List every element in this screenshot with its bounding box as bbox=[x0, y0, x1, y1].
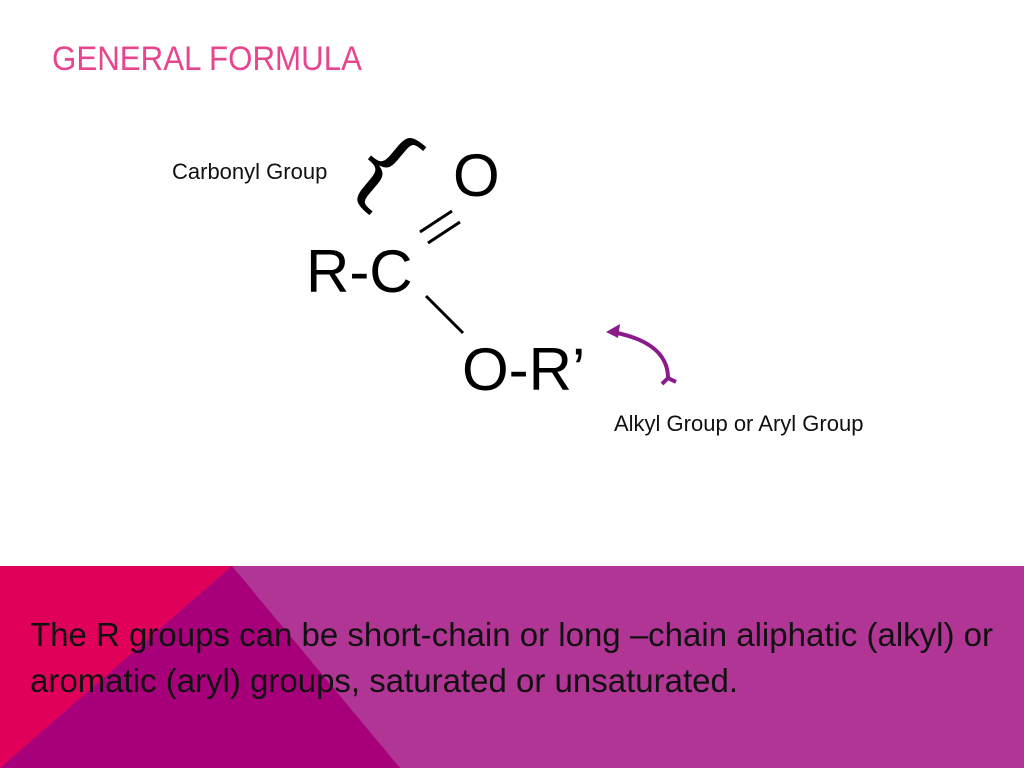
double-bond-line-1 bbox=[419, 209, 453, 234]
bond-lines bbox=[419, 209, 677, 386]
bottom-band bbox=[0, 566, 1024, 768]
carbonyl-group-label: Carbonyl Group bbox=[172, 159, 328, 184]
alkyl-aryl-label: Alkyl Group or Aryl Group bbox=[614, 411, 864, 436]
curved-arrow-icon bbox=[606, 324, 677, 386]
double-bond-line-2 bbox=[427, 220, 461, 245]
slide-title: GENERAL FORMULA bbox=[52, 40, 362, 78]
body-text: The R groups can be short-chain or long … bbox=[30, 616, 993, 699]
carbonyl-oxygen: O bbox=[453, 142, 500, 209]
ester-or-group: O-R’ bbox=[462, 336, 586, 403]
single-bond-line bbox=[424, 294, 465, 335]
rc-group: R-C bbox=[306, 238, 413, 305]
